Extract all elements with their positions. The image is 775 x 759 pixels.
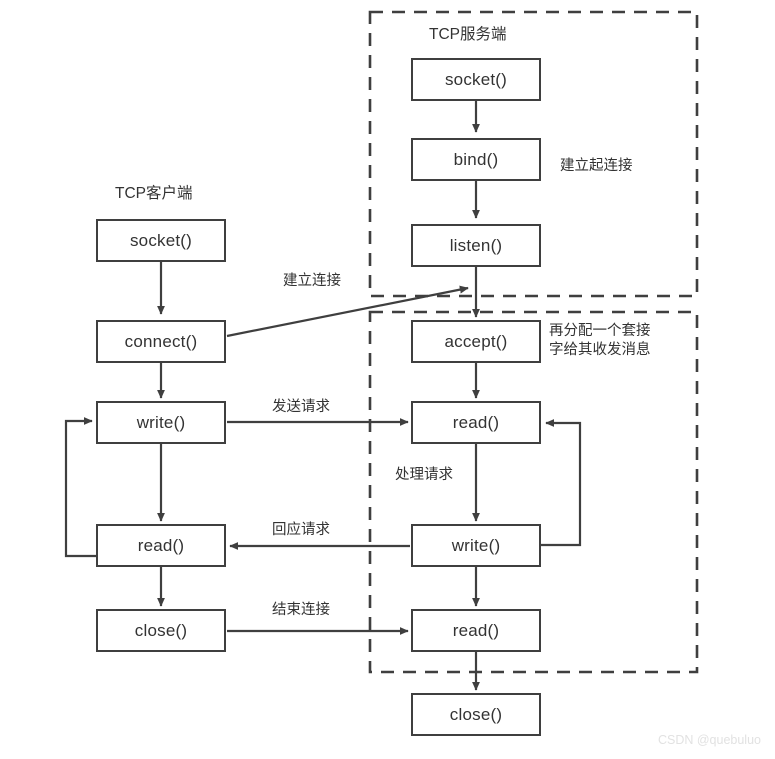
client-group-title: TCP客户端 bbox=[115, 185, 193, 202]
label-send-request: 发送请求 bbox=[272, 398, 330, 417]
server-setup-group-box bbox=[368, 10, 699, 298]
server-group-title: TCP服务端 bbox=[429, 26, 507, 43]
node-server-listen[interactable]: listen() bbox=[411, 224, 541, 267]
node-client-socket[interactable]: socket() bbox=[96, 219, 226, 262]
node-client-write[interactable]: write() bbox=[96, 401, 226, 444]
node-server-bind[interactable]: bind() bbox=[411, 138, 541, 181]
node-server-write[interactable]: write() bbox=[411, 524, 541, 567]
edge-connect-to-listen bbox=[226, 285, 469, 338]
node-client-connect[interactable]: connect() bbox=[96, 320, 226, 363]
node-server-socket[interactable]: socket() bbox=[411, 58, 541, 101]
label-process-request: 处理请求 bbox=[395, 466, 453, 485]
label-allocate-socket: 再分配一个套接字给其收发消息 bbox=[549, 322, 661, 360]
edge-server-loop-write-to-read bbox=[541, 419, 582, 547]
label-reply-request: 回应请求 bbox=[272, 521, 330, 540]
node-server-close[interactable]: close() bbox=[411, 693, 541, 736]
node-server-accept[interactable]: accept() bbox=[411, 320, 541, 363]
label-close-connection: 结束连接 bbox=[272, 601, 330, 620]
server-session-group-box bbox=[368, 310, 699, 674]
node-client-close[interactable]: close() bbox=[96, 609, 226, 652]
node-server-read-1[interactable]: read() bbox=[411, 401, 541, 444]
edge-client-loop-read-to-write bbox=[64, 417, 96, 558]
watermark: CSDN @quebuluo bbox=[657, 733, 761, 747]
label-establish-connection: 建立连接 bbox=[283, 272, 341, 291]
node-client-read[interactable]: read() bbox=[96, 524, 226, 567]
node-server-read-2[interactable]: read() bbox=[411, 609, 541, 652]
label-establish-connection-server: 建立起连接 bbox=[560, 157, 633, 176]
